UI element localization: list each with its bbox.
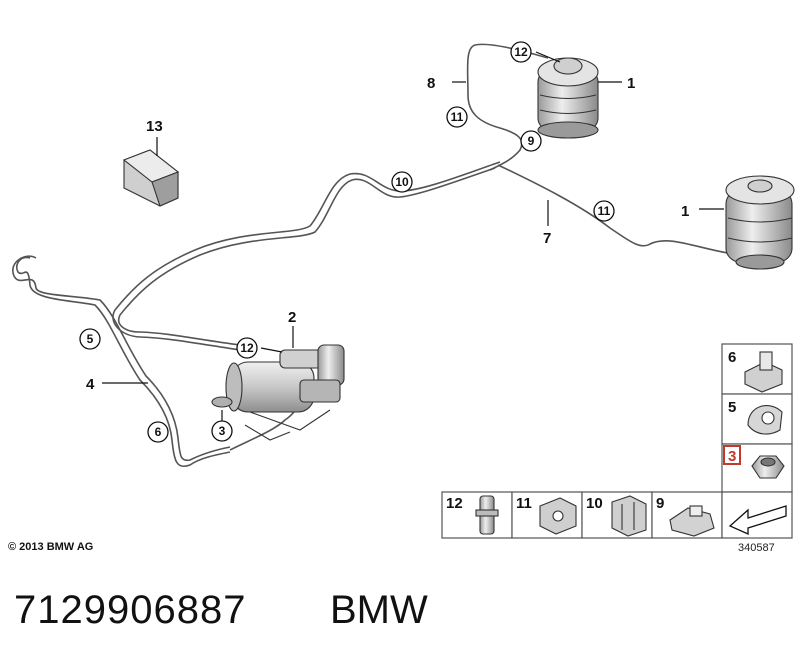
direction-arrow-icon — [728, 505, 787, 536]
detail-label-5: 5 — [728, 399, 736, 416]
callout-8: 8 — [427, 75, 435, 92]
callout-11-top: 11 — [446, 106, 468, 128]
svg-text:11: 11 — [451, 110, 464, 124]
connector-11-icon — [539, 497, 577, 535]
drawing-number: 340587 — [738, 542, 775, 554]
callout-13: 13 — [146, 118, 163, 135]
callout-labels: 1 1 2 4 7 8 13 — [86, 75, 689, 393]
detail-box-row: 12 11 10 9 — [441, 491, 793, 539]
circled-callouts: 12 11 9 10 11 5 12 6 — [79, 41, 615, 443]
callout-12-compressor: 12 — [236, 337, 258, 359]
detail-label-3: 3 — [728, 448, 736, 465]
leader-lines — [102, 51, 724, 424]
detail-label-9: 9 — [656, 495, 664, 512]
svg-text:3: 3 — [219, 424, 226, 438]
callout-3: 3 — [211, 420, 233, 442]
detail-label-12: 12 — [446, 495, 463, 512]
callout-4: 4 — [86, 376, 95, 393]
detail-box-column: 6 5 3 — [721, 343, 793, 493]
callout-7: 7 — [543, 230, 551, 247]
svg-text:6: 6 — [155, 425, 162, 439]
callout-1-top: 1 — [627, 75, 635, 92]
rubber-mount-icon — [751, 455, 785, 479]
clip-6-icon — [744, 351, 783, 393]
svg-text:11: 11 — [598, 204, 611, 218]
compressor-unit — [211, 344, 345, 441]
connector-10-icon — [611, 495, 647, 537]
callout-2: 2 — [288, 309, 296, 326]
callout-11-mid: 11 — [593, 200, 615, 222]
callout-9: 9 — [520, 130, 542, 152]
air-spring-bottom — [725, 175, 795, 270]
callout-6: 6 — [147, 421, 169, 443]
detail-label-11: 11 — [516, 495, 532, 512]
copyright-notice: © 2013 BMW AG — [8, 541, 94, 553]
control-unit — [122, 149, 180, 207]
connector-9-icon — [669, 505, 715, 537]
air-spring-top — [537, 57, 599, 139]
svg-text:10: 10 — [395, 175, 409, 189]
svg-text:5: 5 — [87, 332, 94, 346]
detail-label-6: 6 — [728, 349, 736, 366]
brand-name: BMW — [330, 588, 428, 632]
svg-text:12: 12 — [514, 45, 528, 59]
part-number: 7129906887 — [14, 588, 247, 632]
callout-12-top: 12 — [510, 41, 532, 63]
svg-text:12: 12 — [240, 341, 254, 355]
pipe-network — [12, 43, 741, 467]
callout-1-bottom: 1 — [681, 203, 689, 220]
callout-10: 10 — [391, 171, 413, 193]
clip-5-icon — [747, 405, 783, 435]
highlight-frame — [723, 445, 741, 465]
detail-label-10: 10 — [586, 495, 603, 512]
svg-text:9: 9 — [528, 134, 535, 148]
connector-12-icon — [475, 495, 499, 535]
callout-5: 5 — [79, 328, 101, 350]
